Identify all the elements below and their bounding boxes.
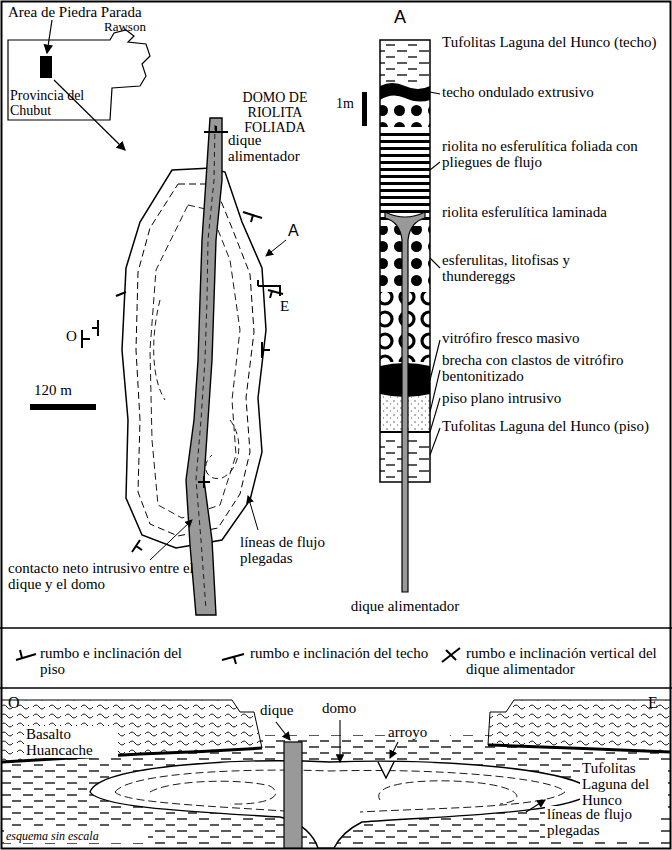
flow-line-label: líneas de flujo plegadas — [545, 806, 659, 838]
column-title: A — [394, 8, 418, 27]
legend-text: rumbo e inclinación del piso — [40, 645, 210, 677]
formation-label: Basalto Huancache — [24, 726, 118, 758]
scale-note: esquema sin escala — [4, 830, 148, 843]
section-label: dique — [258, 702, 312, 718]
orientation-letter: O — [8, 694, 20, 711]
orientation-letter: O — [66, 328, 77, 344]
dike-label: dique alimentador — [228, 132, 316, 164]
scale-label: 1m — [336, 96, 364, 111]
unit-label: vitrófiro fresco masivo — [442, 330, 662, 346]
place-label: Area de Piedra Parada — [8, 4, 198, 20]
map-title: DOMO DE RIOLITA FOLIADA — [225, 90, 325, 135]
section-label: arroyo — [386, 724, 450, 740]
orientation-letter: E — [648, 694, 658, 711]
scale-label: 120 m — [34, 382, 104, 398]
unit-label: techo ondulado extrusivo — [442, 84, 632, 100]
dike-label: dique alimentador — [345, 598, 465, 614]
region-label: Provincia del Chubut — [10, 88, 106, 118]
unit-label: esferulitas, litofisas y thundereggs — [442, 252, 642, 284]
flow-line-label: líneas de flujo plegadas — [240, 534, 350, 566]
unit-label: riolita esferulítica laminada — [442, 204, 642, 220]
place-label: Rawson — [104, 20, 164, 34]
legend-text: rumbo e inclinación del techo — [250, 645, 430, 661]
section-label: domo — [320, 700, 374, 716]
orientation-letter: E — [280, 298, 289, 314]
legend-text: rumbo e inclinación vertical del dique a… — [466, 645, 662, 677]
formation-label: Tufolitas Laguna del Hunco — [580, 760, 668, 809]
contact-label: contacto neto intrusivo entre el dique y… — [8, 560, 208, 592]
unit-label: Tufolitas Laguna del Hunco (piso) — [442, 418, 652, 434]
unit-label: piso plano intrusivo — [442, 390, 642, 406]
unit-label: brecha con clastos de vitrófiro bentonit… — [442, 352, 662, 384]
section-letter: A — [288, 222, 299, 239]
unit-label: Tufolitas Laguna del Hunco (techo) — [442, 34, 662, 50]
unit-label: riolita no esferulítica foliada con plie… — [442, 138, 664, 170]
